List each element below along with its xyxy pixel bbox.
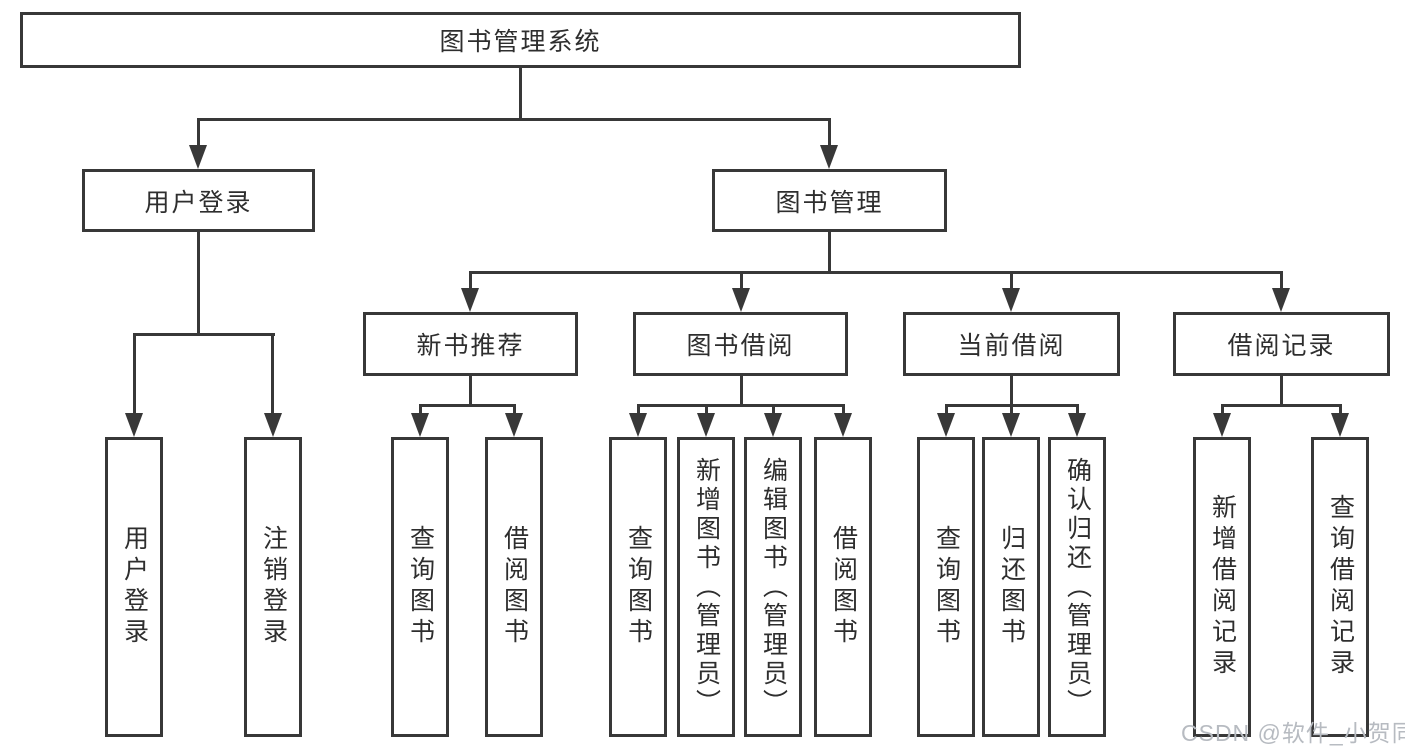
leaf-logout: 注销登录 [244,437,302,737]
node-user-login: 用户登录 [82,169,315,232]
connector-line [1280,271,1283,291]
node-label: 新书推荐 [416,332,525,360]
arrow-down-icon [1213,413,1231,437]
arrow-down-icon [264,413,282,437]
arrow-down-icon [461,288,479,312]
leaf-label: 用户登录 [120,525,149,649]
leaf-label: 查询图书 [932,525,961,649]
arrow-down-icon [1331,413,1349,437]
connector-line [740,376,743,407]
leaf-label: 新增借阅记录 [1208,494,1237,680]
leaf-query-books-recommend: 查询图书 [391,437,449,737]
leaf-label: 查询借阅记录 [1326,494,1355,680]
arrow-down-icon [834,413,852,437]
leaf-return-books: 归还图书 [982,437,1040,737]
node-new-book-recommend: 新书推荐 [363,312,578,376]
node-label: 借阅记录 [1227,332,1336,360]
connector-line [637,404,845,407]
node-book-borrowing: 图书借阅 [633,312,848,376]
connector-line [828,118,831,150]
node-label: 图书管理系统 [439,28,602,56]
watermark: CSDN @软件_小贺同学 [1181,720,1405,746]
node-label: 用户登录 [144,188,253,217]
arrow-down-icon [697,413,715,437]
connector-line [1221,404,1342,407]
connector-line [133,333,275,336]
leaf-add-borrow-record: 新增借阅记录 [1193,437,1251,737]
node-current-borrowing: 当前借阅 [903,312,1120,376]
leaf-label: 新增图书（管理员） [692,456,721,718]
connector-line [469,376,472,407]
connector-line [133,333,136,415]
arrow-down-icon [764,413,782,437]
leaf-add-book-admin: 新增图书（管理员） [677,437,735,737]
connector-line [705,404,708,416]
leaf-confirm-return-admin: 确认归还（管理员） [1048,437,1106,737]
leaf-borrow-books-recommend: 借阅图书 [485,437,543,737]
leaf-label: 借阅图书 [500,525,529,649]
connector-line [1010,404,1013,416]
leaf-edit-book-admin: 编辑图书（管理员） [744,437,802,737]
connector-line [1076,404,1079,416]
arrow-down-icon [937,413,955,437]
leaf-query-books-borrowing: 查询图书 [609,437,667,737]
arrow-down-icon [505,413,523,437]
connector-line [271,333,274,415]
arrow-down-icon [189,145,207,169]
connector-line [1339,404,1342,416]
arrow-down-icon [820,145,838,169]
node-label: 图书管理 [775,188,884,217]
leaf-label: 注销登录 [259,525,288,649]
leaf-label: 借阅图书 [829,525,858,649]
leaf-label: 归还图书 [997,525,1026,649]
leaf-label: 编辑图书（管理员） [759,456,788,718]
node-label: 图书借阅 [686,332,795,360]
connector-line [197,118,200,150]
connector-line [513,404,516,416]
connector-line [1280,376,1283,407]
connector-line [197,232,200,336]
leaf-query-borrow-record: 查询借阅记录 [1311,437,1369,737]
connector-line [1010,376,1013,407]
node-borrowing-records: 借阅记录 [1173,312,1390,376]
leaf-borrow-books-borrowing: 借阅图书 [814,437,872,737]
arrow-down-icon [411,413,429,437]
leaf-user-login: 用户登录 [105,437,163,737]
connector-line [945,404,948,416]
connector-line [637,404,640,416]
connector-line [842,404,845,416]
node-book-management: 图书管理 [712,169,947,232]
connector-line [772,404,775,416]
leaf-query-books-current: 查询图书 [917,437,975,737]
connector-line [1010,271,1013,291]
arrow-down-icon [125,413,143,437]
node-root-library-system: 图书管理系统 [20,12,1021,68]
arrow-down-icon [732,288,750,312]
arrow-down-icon [1002,288,1020,312]
arrow-down-icon [1002,413,1020,437]
connector-line [828,232,831,274]
leaf-label: 查询图书 [624,525,653,649]
connector-line [519,66,522,120]
arrow-down-icon [1068,413,1086,437]
arrow-down-icon [629,413,647,437]
connector-line [740,271,743,291]
connector-line [469,271,1282,274]
arrow-down-icon [1272,288,1290,312]
leaf-label: 查询图书 [406,525,435,649]
connector-line [419,404,516,407]
node-label: 当前借阅 [957,332,1066,360]
connector-line [1221,404,1224,416]
connector-line [197,118,831,121]
leaf-label: 确认归还（管理员） [1063,456,1092,718]
connector-line [419,404,422,416]
connector-line [469,271,472,291]
